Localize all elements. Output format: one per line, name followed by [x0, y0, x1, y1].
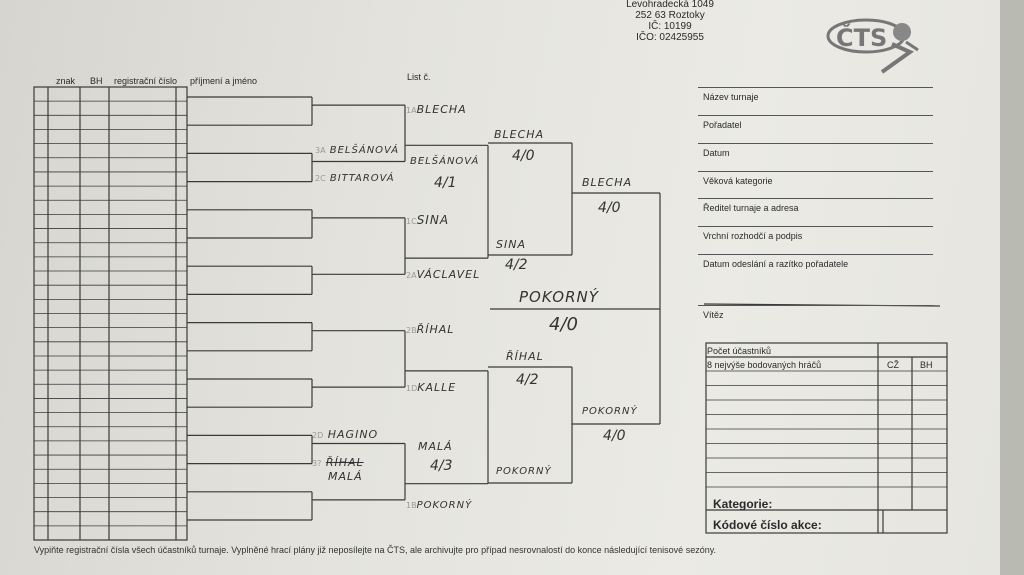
event-code-label: Kódové číslo akce: [713, 518, 822, 532]
match-score: 4/1 [434, 175, 457, 191]
r4-entry: BLECHA [582, 176, 633, 189]
player-name: POKORNÝ [416, 500, 473, 511]
field-line [698, 198, 933, 199]
category-label: Kategorie: [713, 497, 773, 511]
r3-entry: ŘÍHAL [506, 350, 544, 363]
player-name: HAGINO [327, 428, 379, 441]
match-score: 4/2 [516, 372, 539, 388]
field-line [698, 254, 933, 255]
player-name: BELŠÁNOVÁ [329, 145, 400, 156]
summary-table [705, 342, 948, 534]
r2-entry: 1BPOKORNÝ [406, 500, 472, 511]
r3-entry: BLECHA [494, 128, 545, 141]
field-line [698, 87, 933, 88]
tennis-player-logo-icon: ČTS [826, 18, 919, 74]
r2-entry: 1CSINA [406, 213, 449, 227]
seed-label: 1A [406, 106, 417, 115]
seed-label: 2D [312, 431, 324, 440]
r3-entry: SINA [496, 238, 526, 251]
r1-entry: 2D HAGINO [312, 428, 378, 441]
winner-name: POKORNÝ [519, 288, 599, 306]
match-score: 4/0 [603, 428, 626, 444]
r1-entry: 3? ŘÍHAL [312, 456, 364, 469]
field-line [698, 115, 933, 116]
header-name: příjmení a jméno [190, 76, 258, 86]
player-name: ŘÍHAL [416, 323, 455, 336]
seed-label: 1C [406, 217, 417, 226]
logo-text: ČTS [836, 22, 887, 52]
r1-entry: 3A BELŠÁNOVÁ [315, 145, 399, 156]
header-registration: registrační číslo [114, 76, 178, 86]
r2-entry: MALÁ [418, 440, 453, 453]
r2-entry: 1ABLECHA [406, 103, 467, 116]
r4-entry: POKORNÝ [582, 406, 638, 417]
field-label: Ředitel turnaje a adresa [703, 203, 799, 213]
r2-entry: 2BŘÍHAL [406, 323, 454, 336]
address-line: Levohradecká 1049 [626, 0, 714, 10]
address-block: Levohradecká 1049 252 63 Roztoky IČ: 101… [600, 0, 740, 43]
field-line [698, 171, 933, 172]
header-sheet-number: List č. [407, 72, 431, 82]
player-name: SINA [416, 213, 450, 227]
player-name: VÁCLAVEL [416, 268, 481, 281]
winner-score: 4/0 [549, 314, 578, 335]
field-line [698, 226, 933, 227]
seed-label: 1B [406, 501, 417, 510]
participants-count-label: Počet účastníků [707, 346, 772, 356]
player-name: BITTAROVÁ [329, 173, 395, 184]
player-name: ŘÍHAL [325, 456, 364, 469]
r2-entry: 1DKALLE [406, 381, 456, 394]
field-label: Pořadatel [703, 120, 742, 130]
seed-label: 3A [315, 146, 326, 155]
bh-column-header: BH [920, 360, 933, 370]
seed-label: 1D [406, 384, 418, 393]
header-bh: BH [90, 76, 103, 86]
player-name: MALÁ [418, 440, 453, 453]
player-name: BLECHA [416, 103, 467, 116]
cz-column-header: CŽ [887, 360, 899, 370]
match-score: 4/0 [598, 200, 621, 216]
seed-label: 2B [406, 326, 417, 335]
background-edge [1000, 0, 1024, 575]
match-score: 4/0 [512, 148, 535, 164]
seed-label: 2A [406, 271, 417, 280]
top-players-label: 8 nejvýše bodovaných hráčů [707, 360, 822, 370]
seed-label: 3? [312, 459, 322, 468]
seed-label: 2C [315, 174, 326, 183]
player-name: KALLE [417, 381, 457, 394]
r2-entry: 2AVÁCLAVEL [406, 268, 480, 281]
field-label: Datum odeslání a razítko pořadatele [703, 259, 849, 269]
field-label: Vítěz [703, 310, 724, 320]
draw-sheet: Levohradecká 1049 252 63 Roztoky IČ: 101… [0, 0, 1000, 575]
player-name: BELŠÁNOVÁ [410, 156, 480, 167]
field-line [698, 305, 933, 306]
field-label: Vrchní rozhodčí a podpis [703, 231, 803, 241]
match-score: 4/2 [505, 257, 528, 273]
field-label: Datum [703, 148, 730, 158]
address-line: IČO: 02425955 [636, 32, 704, 43]
match-score: 4/3 [430, 458, 453, 474]
footer-note: Vypiňte registrační čísla všech účastník… [34, 545, 717, 555]
address-line: 252 63 Roztoky [635, 10, 705, 21]
field-line [698, 143, 933, 144]
field-label: Název turnaje [703, 92, 759, 102]
r1-entry: 2C BITTAROVÁ [315, 173, 395, 184]
player-name-correction: MALÁ [328, 470, 363, 483]
field-label: Věková kategorie [703, 176, 773, 186]
address-line: IČ: 10199 [648, 21, 692, 32]
header-znak: znak [56, 76, 76, 86]
draw-bracket [33, 86, 948, 541]
r2-entry: BELŠÁNOVÁ [410, 156, 479, 167]
r3-entry: POKORNÝ [496, 466, 552, 477]
